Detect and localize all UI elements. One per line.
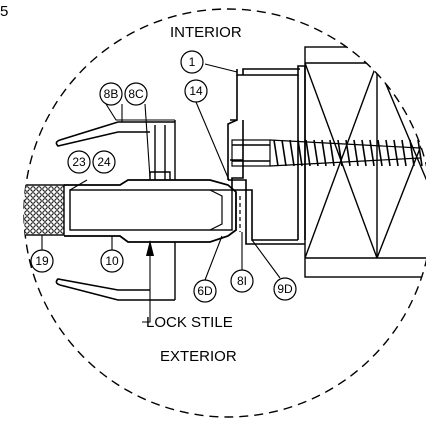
exterior-label: EXTERIOR: [160, 348, 237, 365]
callout-14: 14: [184, 79, 208, 103]
leader-lines: [41, 63, 281, 323]
svg-text:9D: 9D: [277, 282, 293, 296]
callout-19: 19: [30, 249, 54, 273]
callout-8c: 8C: [124, 82, 148, 106]
svg-text:1: 1: [189, 55, 196, 69]
svg-text:14: 14: [189, 84, 203, 98]
svg-text:8C: 8C: [128, 87, 144, 101]
callout-1: 1: [180, 50, 204, 74]
lock-stile: [64, 179, 241, 243]
interior-label: INTERIOR: [170, 24, 242, 41]
callout-6d: 6D: [193, 279, 217, 303]
svg-text:8B: 8B: [104, 87, 119, 101]
lock-stile-label: LOCK STILE: [146, 314, 233, 331]
callout-24: 24: [92, 150, 116, 174]
glazing-infill: [24, 184, 65, 236]
detail-boundary-circle: [23, 8, 426, 418]
callout-10: 10: [100, 249, 124, 273]
fastener-screw: [231, 139, 426, 167]
svg-text:10: 10: [105, 254, 119, 268]
callout-8i: 8I: [230, 269, 254, 293]
callout-23: 23: [67, 150, 91, 174]
svg-text:19: 19: [35, 254, 49, 268]
svg-text:23: 23: [72, 155, 86, 169]
svg-text:24: 24: [97, 155, 111, 169]
callout-8b: 8B: [99, 82, 123, 106]
svg-text:6D: 6D: [197, 284, 213, 298]
lock-stile-arrow: [146, 240, 154, 256]
lock-hardware: [55, 120, 176, 301]
callout-9d: 9D: [273, 277, 297, 301]
corner-mark: 5: [0, 3, 8, 20]
svg-text:8I: 8I: [237, 274, 247, 288]
